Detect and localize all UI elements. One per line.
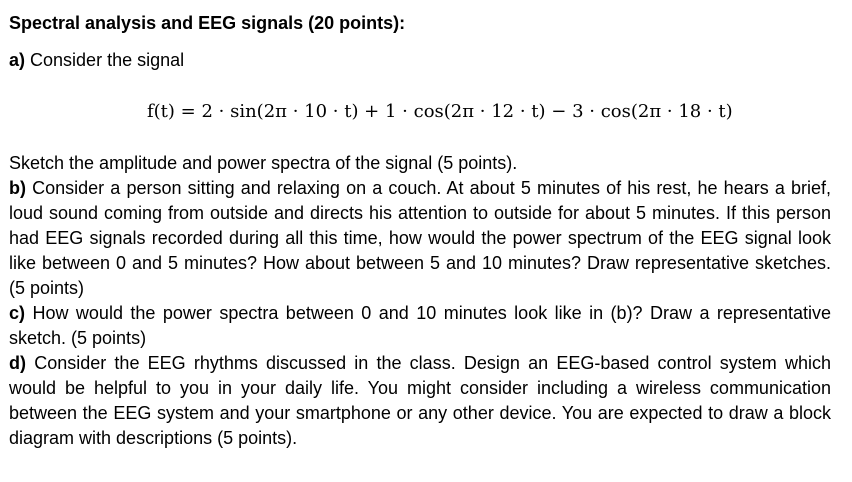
part-d-text: Consider the EEG rhythms discussed in th… [9,353,831,448]
part-a-intro: a) Consider the signal [9,50,184,71]
part-d: d) Consider the EEG rhythms discussed in… [9,351,831,451]
part-b-text: Consider a person sitting and relaxing o… [9,178,831,298]
page-title: Spectral analysis and EEG signals (20 po… [9,13,406,33]
part-a-task: Sketch the amplitude and power spectra o… [9,153,518,173]
part-b: b) Consider a person sitting and relaxin… [9,176,831,301]
part-a-intro-text: Consider the signal [30,50,185,70]
part-c: c) How would the power spectra between 0… [9,301,831,351]
signal-equation: f(t) = 2 · sin(2π · 10 · t) + 1 · cos(2π… [147,101,733,122]
part-a-label: a) [9,50,26,70]
part-b-label: b) [9,178,26,198]
part-c-text: How would the power spectra between 0 an… [9,303,831,348]
question-body: Sketch the amplitude and power spectra o… [9,151,831,451]
part-d-label: d) [9,353,26,373]
part-c-label: c) [9,303,26,323]
